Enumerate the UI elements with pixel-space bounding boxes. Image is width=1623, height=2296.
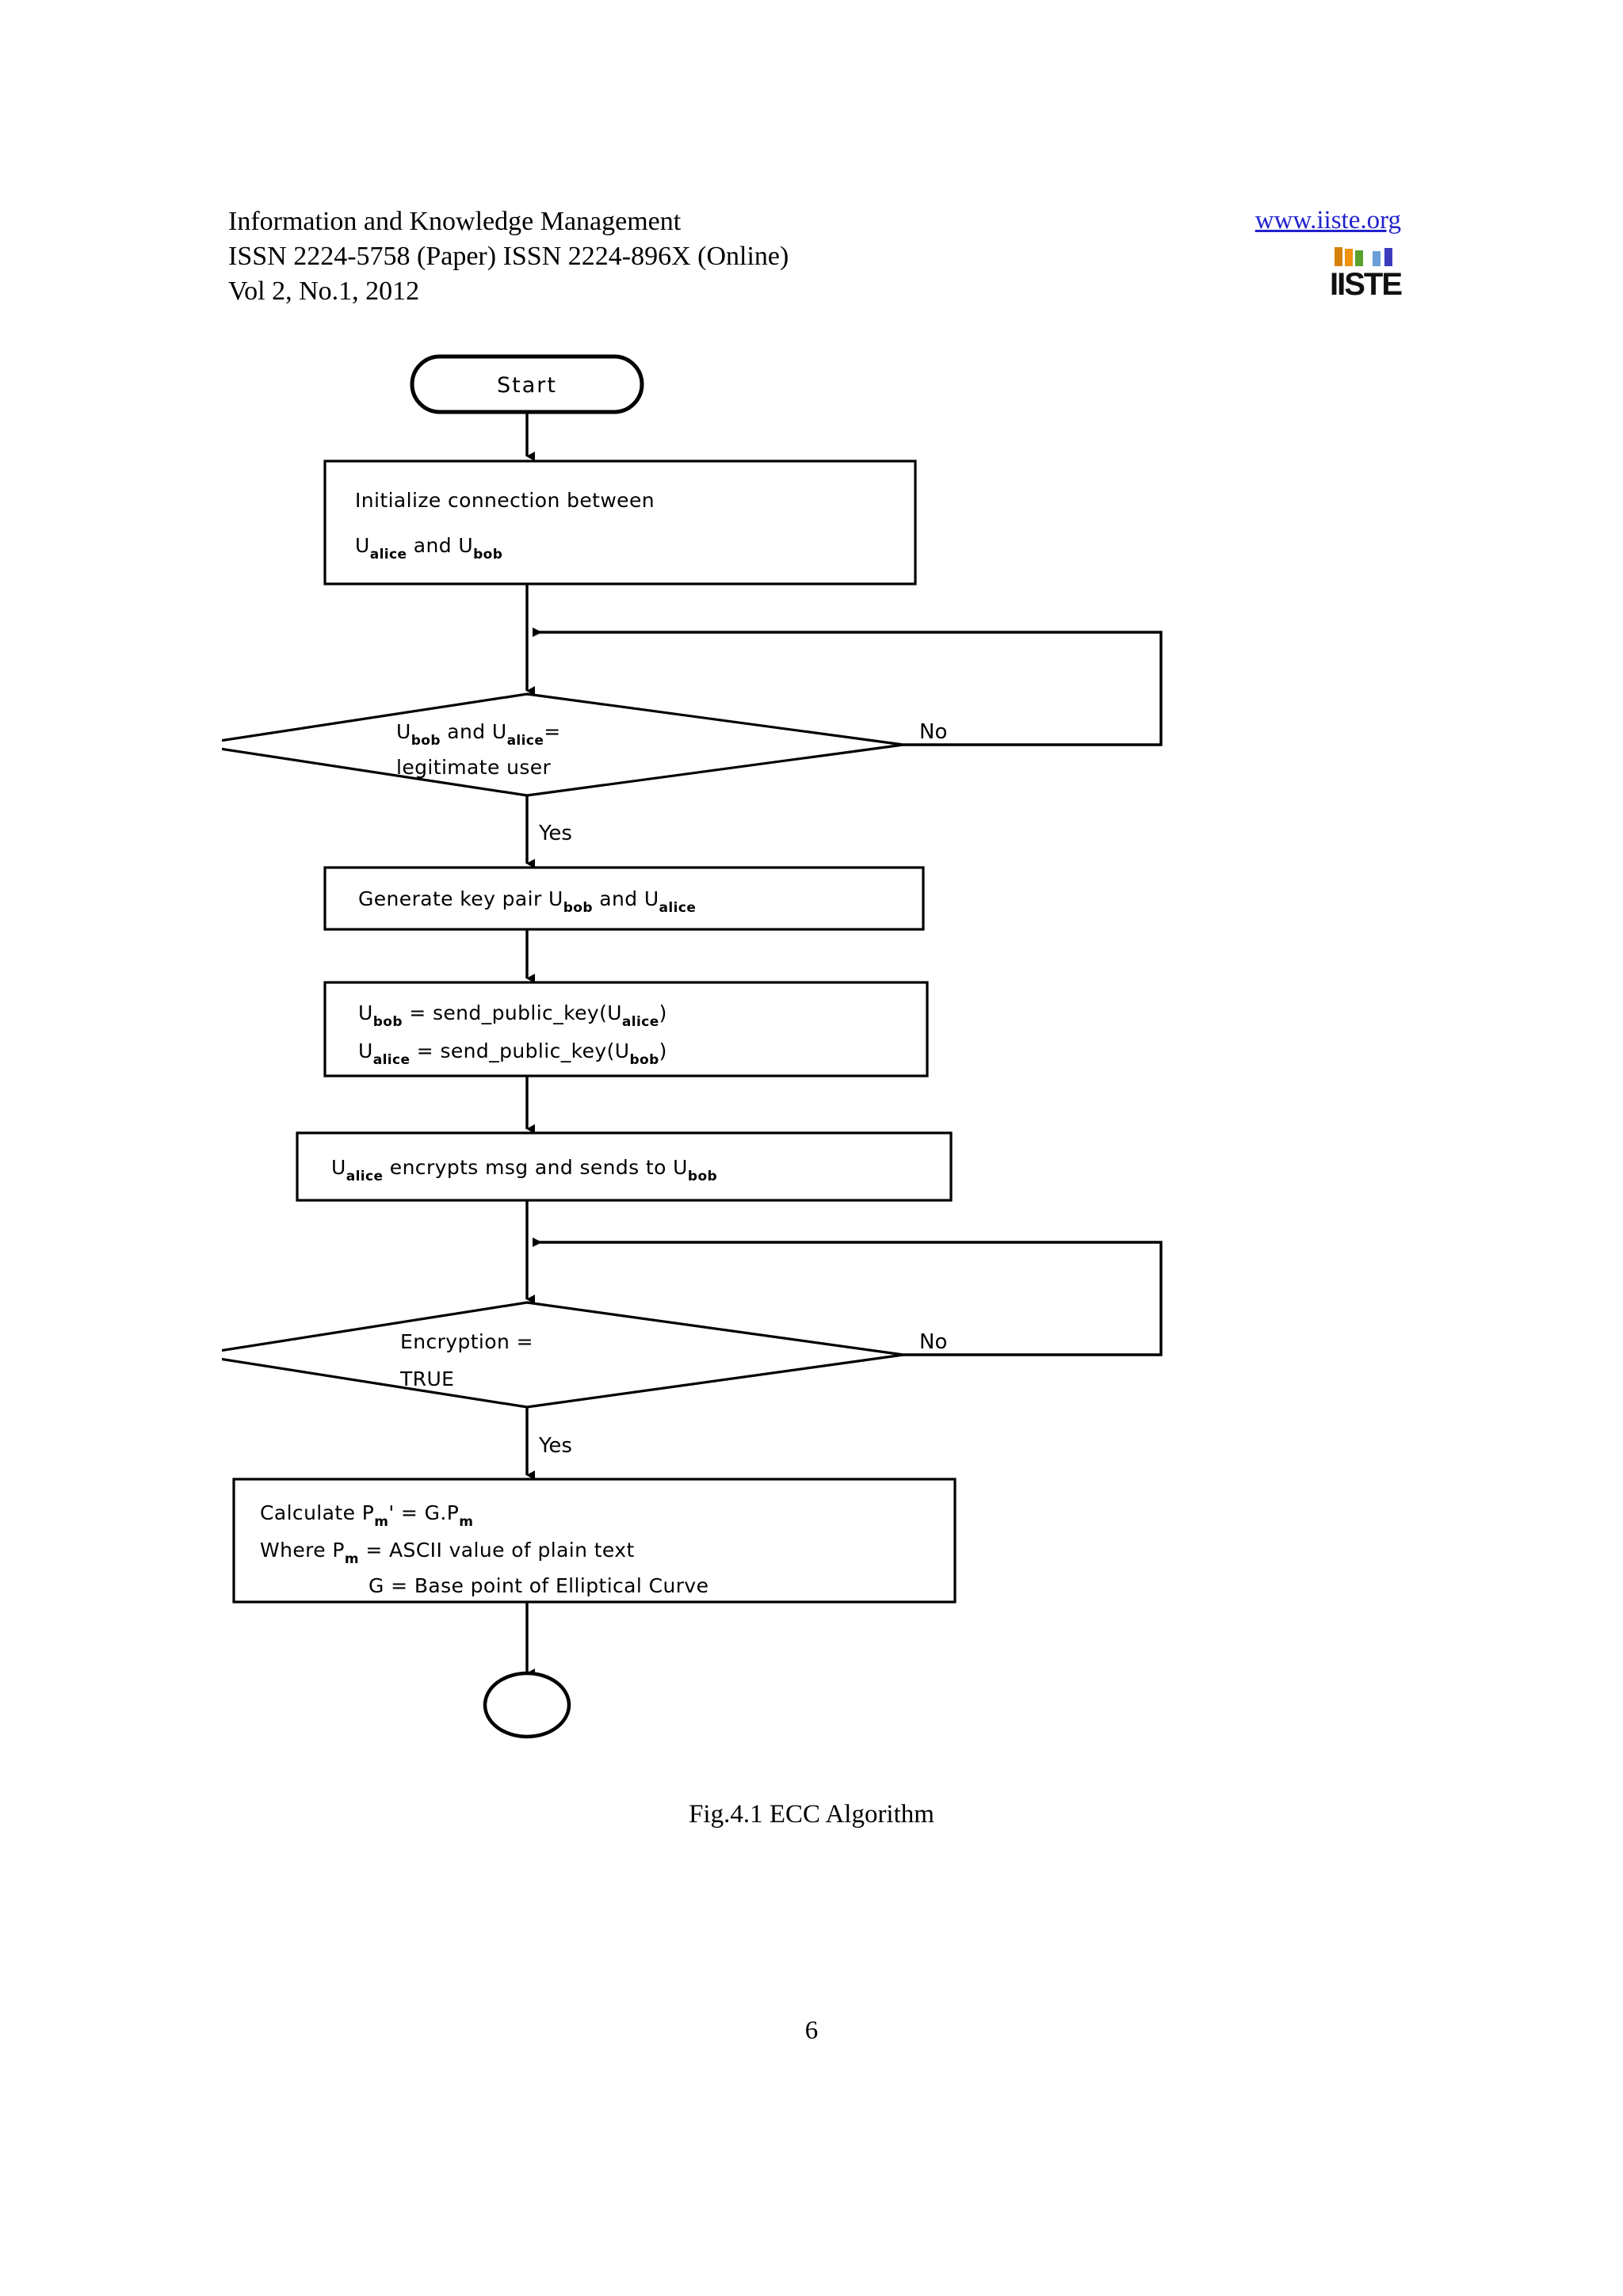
node-calculate: Calculate Pm' = G.Pm Where Pm = ASCII va…	[232, 1478, 957, 1604]
node-decision-encryption-line1: Encryption =	[400, 1330, 533, 1353]
node-start-label: Start	[497, 373, 557, 398]
node-initialize-line2: Ualice and Ubob	[355, 534, 502, 563]
node-decision-legitimate-line1: Ubob and Ualice=	[396, 720, 561, 749]
node-calculate-line3: G = Base point of Elliptical Curve	[369, 1574, 708, 1597]
logo-wordmark: IISTE	[1330, 267, 1403, 302]
iiste-logo: IISTE	[1330, 246, 1403, 311]
page-header: Information and Knowledge Management ISS…	[228, 204, 1403, 315]
node-end	[483, 1671, 571, 1739]
journal-info: Information and Knowledge Management ISS…	[228, 204, 789, 309]
node-generate-keypair: Generate key pair Ubob and Ualice	[323, 866, 925, 931]
ecc-algorithm-flowchart: Start Initialize connection between Uali…	[222, 349, 1252, 1767]
node-start: Start	[410, 354, 644, 414]
journal-issn: ISSN 2224-5758 (Paper) ISSN 2224-896X (O…	[228, 242, 789, 271]
edge-decision2-no-loopback	[533, 1238, 1163, 1356]
node-encrypt-send-text: Ualice encrypts msg and sends to Ubob	[331, 1156, 717, 1184]
node-decision-legitimate: Ubob and Ualice= legitimate user	[222, 692, 904, 797]
node-calculate-line1: Calculate Pm' = G.Pm	[260, 1501, 473, 1530]
node-decision-encryption: Encryption = TRUE	[222, 1301, 904, 1409]
node-initialize: Initialize connection between Ualice and…	[323, 460, 917, 585]
website-link[interactable]: www.iiste.org	[1254, 206, 1401, 235]
page-number: 6	[804, 2016, 819, 2045]
journal-title: Information and Knowledge Management	[228, 207, 682, 236]
node-calculate-line2: Where Pm = ASCII value of plain text	[260, 1539, 635, 1567]
node-decision-encryption-line2: TRUE	[399, 1367, 454, 1390]
node-initialize-line1: Initialize connection between	[355, 489, 655, 512]
node-send-public-key: Ubob = send_public_key(Ualice) Ualice = …	[323, 981, 929, 1077]
label-decision2-yes: Yes	[538, 1434, 572, 1458]
logo-bars-icon	[1335, 246, 1395, 266]
node-generate-keypair-text: Generate key pair Ubob and Ualice	[358, 887, 696, 916]
node-encrypt-send: Ualice encrypts msg and sends to Ubob	[296, 1131, 953, 1202]
figure-caption: Fig.4.1 ECC Algorithm	[689, 1800, 934, 1829]
label-decision1-no: No	[919, 720, 947, 744]
node-decision-legitimate-line2: legitimate user	[396, 756, 552, 779]
journal-volume: Vol 2, No.1, 2012	[228, 277, 420, 306]
label-decision2-no: No	[919, 1330, 947, 1354]
edge-decision1-no-loopback	[533, 627, 1163, 746]
node-send-public-key-line2: Ualice = send_public_key(Ubob)	[358, 1039, 667, 1068]
label-decision1-yes: Yes	[538, 822, 572, 845]
node-send-public-key-line1: Ubob = send_public_key(Ualice)	[358, 1001, 667, 1030]
